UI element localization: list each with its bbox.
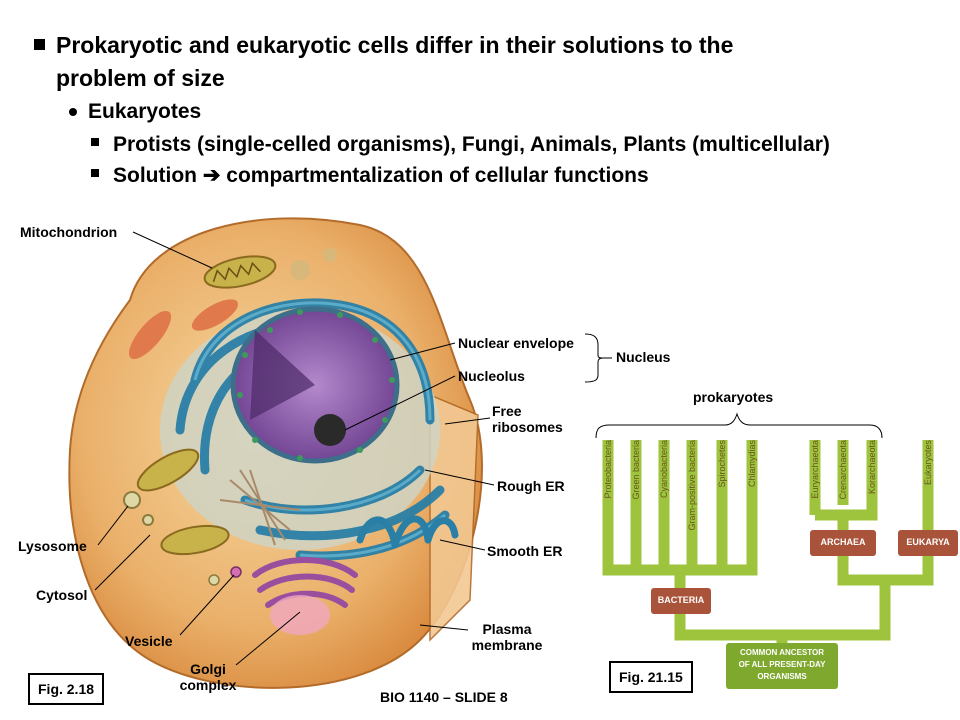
label-plasma-membrane-line2: membrane [471, 637, 543, 653]
label-mitochondrion: Mitochondrion [20, 224, 118, 240]
slide-footer: BIO 1140 – SLIDE 8 [380, 689, 508, 705]
phylogenetic-tree [602, 440, 934, 650]
box-common-ancestor: COMMON ANCESTOR OF ALL PRESENT-DAY ORGAN… [726, 647, 838, 683]
label-free-ribosomes-line1: Free [492, 403, 522, 419]
label-cytosol: Cytosol [36, 587, 88, 603]
box-eukarya: EUKARYA [906, 537, 950, 547]
label-vesicle: Vesicle [125, 633, 173, 649]
label-rough-er: Rough ER [497, 478, 565, 494]
label-plasma-membrane-line1: Plasma [482, 621, 532, 637]
figure-label-left: Fig. 2.18 [28, 673, 105, 705]
label-leader-lines [94, 231, 883, 666]
golgi-complex [252, 557, 358, 608]
label-prokaryotes: prokaryotes [693, 389, 774, 405]
main-bullet: Prokaryotic and eukaryotic cells differ … [34, 30, 734, 60]
item-bullet-2: Solution ➔ compartmentalization of cellu… [91, 163, 649, 189]
label-golgi-line1: Golgi [190, 661, 226, 677]
sub-bullet: Eukaryotes [69, 99, 202, 125]
tree-leaf-label: Proteobacteria [603, 440, 613, 499]
sub-bullet-text: Eukaryotes [88, 100, 202, 123]
tree-leaf-label: Euryarchaeota [810, 440, 820, 499]
figure-label-right: Fig. 21.15 [609, 661, 693, 693]
main-bullet-line2: problem of size [56, 65, 225, 91]
label-plasma-membrane: Plasma membrane [466, 621, 548, 653]
box-bacteria: BACTERIA [657, 595, 705, 605]
label-free-ribosomes: Free ribosomes [492, 403, 563, 435]
label-nuclear-envelope: Nuclear envelope [458, 335, 574, 351]
mitochondria [128, 255, 277, 556]
label-nucleus: Nucleus [616, 349, 671, 365]
arrow-right-icon: ➔ [202, 164, 221, 187]
item-bullet-2-post: compartmentalization of cellular functio… [220, 164, 649, 187]
item-bullet-2-pre: Solution [113, 164, 203, 187]
label-golgi-complex: Golgi complex [172, 661, 244, 693]
box-archaea: ARCHAEA [820, 537, 866, 547]
tree-leaf-label: Cyanobacteria [659, 440, 669, 499]
square-bullet-icon [34, 39, 45, 50]
tree-group-boxes [651, 530, 958, 689]
tree-leaf-label: Crenarchaeota [838, 440, 848, 500]
label-smooth-er: Smooth ER [487, 543, 563, 559]
main-bullet-line1: Prokaryotic and eukaryotic cells differ … [56, 32, 734, 58]
label-free-ribosomes-line2: ribosomes [492, 419, 563, 435]
tree-leaf-label: Spirochetes [717, 440, 727, 488]
square-bullet-icon [91, 138, 99, 146]
ancestor-line3: ORGANISMS [757, 672, 807, 681]
tree-leaf-label: Green bacteria [631, 440, 641, 500]
item-bullet-1-text: Protists (single-celled organisms), Fung… [113, 133, 830, 156]
ancestor-line2: OF ALL PRESENT-DAY [738, 660, 826, 669]
main-bullet-continued: problem of size [56, 63, 225, 93]
tree-leaf-label: Chlamydias [747, 440, 757, 488]
tree-leaf-label: Korarchaeota [867, 440, 877, 495]
dot-bullet-icon [69, 108, 77, 116]
ancestor-line1: COMMON ANCESTOR [740, 648, 824, 657]
tree-leaf-label: Gram-positive bacteria [687, 440, 697, 531]
label-golgi-line2: complex [179, 677, 237, 693]
square-bullet-icon [91, 169, 99, 177]
tree-leaf-label: Eukaryotes [923, 440, 933, 486]
item-bullet-1: Protists (single-celled organisms), Fung… [91, 132, 830, 158]
label-nucleolus: Nucleolus [458, 368, 525, 384]
eukaryotic-cell-illustration [68, 217, 483, 689]
label-lysosome: Lysosome [18, 538, 87, 554]
